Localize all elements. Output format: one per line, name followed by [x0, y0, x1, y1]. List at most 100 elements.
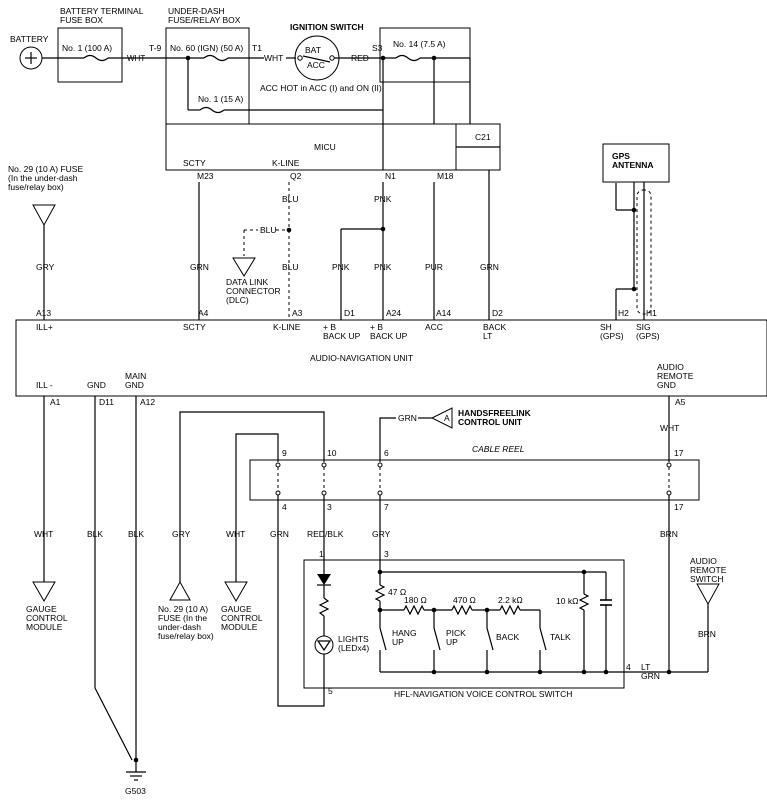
- reel-contacts: [275, 462, 672, 496]
- wire-wht-a1-label: WHT: [34, 529, 53, 539]
- wire-red-blk-label: RED/BLK: [307, 529, 344, 539]
- wire-grn-2-label: GRN: [480, 262, 499, 272]
- wire-gry-2-label: GRY: [172, 529, 191, 539]
- wire-grn-reel4: [277, 495, 325, 707]
- unit-sh-gps: SH(GPS): [600, 322, 624, 341]
- fuse-no14: [395, 54, 421, 62]
- resistor-180: [403, 604, 425, 616]
- ground-g503: G503: [125, 786, 146, 796]
- dlc-arrow: [232, 257, 256, 277]
- switch-pick-up: [433, 622, 441, 672]
- reel-pin-7: 7: [384, 502, 389, 512]
- wire-blu-2-label: BLU: [260, 225, 277, 235]
- wire-blu-3-label: BLU: [282, 262, 299, 272]
- acc-hot-note: ACC HOT in ACC (I) and ON (II): [260, 83, 382, 93]
- reel-pin-10: 10: [327, 448, 337, 458]
- resistor-2k2: [499, 604, 521, 616]
- hfl-connector-a: [430, 407, 453, 429]
- unit-pin-a3: A3: [292, 308, 303, 318]
- micu-pin-m18: M18: [437, 171, 454, 181]
- wire-grn-3-label: GRN: [270, 529, 289, 539]
- battery-label: BATTERY: [10, 34, 49, 44]
- micu-label: MICU: [314, 142, 336, 152]
- under-dash-box-right: [379, 27, 471, 83]
- resistor-470: [451, 604, 473, 616]
- unit-ill-minus: ILL -: [36, 380, 53, 390]
- unit-pin-h1: H1: [646, 308, 657, 318]
- wire-wht-label: WHT: [127, 54, 145, 63]
- wire-grn-hfl-label: GRN: [398, 413, 417, 423]
- reel-pin-6: 6: [384, 448, 389, 458]
- wire-gry-1-label: GRY: [36, 262, 55, 272]
- fuse-no60: [203, 54, 229, 62]
- gauge-1-arrow: [32, 581, 56, 602]
- unit-ill-plus: ILL+: [36, 322, 53, 332]
- reel-pin-9: 9: [282, 448, 287, 458]
- wire-pnk-2-label: PNK: [332, 262, 350, 272]
- micu-kline-label: K-LINE: [272, 158, 300, 168]
- unit-pin-d1: D1: [344, 308, 355, 318]
- unit-scty: SCTY: [183, 322, 206, 332]
- audio-navigation-unit-box: [15, 319, 767, 397]
- fuse-no1-100a-label: No. 1 (100 A): [62, 43, 112, 53]
- resistor-10k-label: 10 kΩ: [556, 596, 578, 606]
- micu-pin-m23: M23: [197, 171, 214, 181]
- hfl-switch-box: [303, 559, 625, 689]
- c21-box: [455, 123, 501, 171]
- wire-gry-to-reel: [179, 411, 325, 582]
- reel-pin-3: 3: [327, 502, 332, 512]
- switch-back-label: BACK: [496, 632, 519, 642]
- hfl-connector-a-label: A: [444, 413, 450, 423]
- unit-pin-a4: A4: [198, 308, 209, 318]
- fuse-no60-label: No. 60 (IGN) (50 A): [170, 43, 243, 53]
- connector-c21-label: C21: [475, 132, 491, 142]
- unit-title: AUDIO-NAVIGATION UNIT: [310, 353, 413, 363]
- switch-pin-1: 1: [319, 549, 324, 559]
- battery-symbol: [19, 46, 43, 70]
- unit-pin-a12: A12: [140, 397, 155, 407]
- unit-gnd: GND: [87, 380, 106, 390]
- unit-sig-gps: SIG(GPS): [636, 322, 660, 341]
- ignition-switch-label: IGNITION SWITCH: [290, 22, 364, 32]
- gps-antenna-box: [602, 143, 670, 183]
- wire-grn-1-label: GRN: [190, 262, 209, 272]
- wire-red-label: RED: [351, 53, 369, 63]
- fuse-no1-100a: [83, 54, 109, 62]
- resistor-470-label: 470 Ω: [453, 595, 476, 605]
- switch-hang-up: [379, 622, 387, 672]
- reel-pin-4: 4: [282, 502, 287, 512]
- fuse29-bottom-arrow: [169, 580, 191, 601]
- wire-brn-1-label: BRN: [660, 529, 678, 539]
- switch-back: [486, 622, 494, 672]
- led-diode: [317, 574, 331, 585]
- unit-pin-d2: D2: [492, 308, 503, 318]
- wire-pnk-3-label: PNK: [374, 262, 392, 272]
- led-resistor: [318, 597, 330, 617]
- lights-label: LIGHTS(LEDx4): [338, 634, 369, 653]
- wire-blk-2-label: BLK: [128, 529, 144, 539]
- wire-wht-to-gauge: [235, 433, 279, 582]
- resistor-47: [374, 584, 386, 602]
- fuse-no1-15a: [199, 106, 225, 114]
- micu-pin-n1: N1: [385, 171, 396, 181]
- connector-t1-label: T1: [252, 43, 262, 53]
- unit-kline: K-LINE: [273, 322, 301, 332]
- hfl-switch-label: HFL-NAVIGATION VOICE CONTROL SWITCH: [394, 689, 572, 699]
- switch-pin-3: 3: [384, 549, 389, 559]
- wire-gry-3-label: GRY: [372, 529, 391, 539]
- wire-pnk-1-label: PNK: [374, 194, 392, 204]
- ignition-bat-label: BAT: [305, 45, 321, 55]
- fuse-no1-15a-label: No. 1 (15 A): [198, 94, 244, 104]
